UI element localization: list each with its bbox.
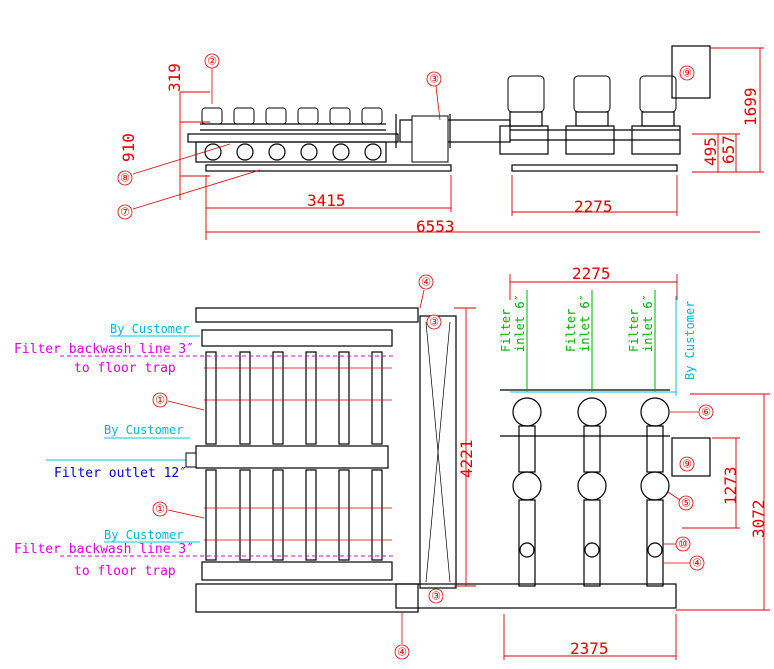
- callout-8: ⑧: [120, 172, 130, 185]
- callout-3-plan-lower: ③: [431, 590, 441, 603]
- inlet-3-size: inlet 6″: [641, 294, 655, 352]
- elevation-view: [187, 45, 711, 172]
- floor-trap-upper: to floor trap: [74, 361, 176, 376]
- callout-3-top: ③: [429, 73, 439, 86]
- inlet-1-size: inlet 6″: [513, 294, 527, 352]
- dim-4221: 4221: [457, 439, 476, 478]
- dim-1273: 1273: [721, 466, 740, 505]
- pipe-annotations: By Customer Filter backwash line 3″ to f…: [14, 290, 697, 579]
- inlet-2-filter: Filter: [564, 309, 578, 352]
- callout-5: ⑤: [681, 497, 691, 510]
- dim-6553: 6553: [416, 217, 455, 236]
- callout-4-right: ④: [692, 557, 702, 570]
- dim-3072: 3072: [749, 499, 768, 538]
- dim-1699: 1699: [741, 87, 760, 126]
- callout-1-upper: ①: [155, 394, 165, 407]
- callout-6: ⑥: [701, 406, 711, 419]
- by-customer-upper: By Customer: [110, 322, 189, 336]
- floor-trap-lower: to floor trap: [74, 564, 176, 579]
- backwash-line-upper: Filter backwash line 3″: [14, 342, 194, 357]
- by-customer-middle: By Customer: [104, 423, 183, 437]
- dim-2275-top: 2275: [574, 197, 613, 216]
- dim-657: 657: [719, 135, 738, 164]
- filter-bank-upper: [201, 329, 393, 445]
- plan-callouts: ① ① ④ ③ ③ ④ ⑥ ⑨ ⑤ ⑩ ④: [152, 274, 714, 660]
- callout-9-plan: ⑨: [682, 458, 692, 471]
- pumps-plan: [500, 389, 670, 587]
- callout-10: ⑩: [678, 538, 688, 551]
- dim-910: 910: [119, 133, 138, 162]
- plan-dimensions: 2275 4221 1273 3072 2375: [454, 264, 770, 660]
- backwash-line-lower: Filter backwash line 3″: [14, 542, 194, 557]
- control-panel: [671, 45, 711, 99]
- callout-3-plan-upper: ③: [429, 316, 439, 329]
- dim-495: 495: [701, 137, 720, 166]
- by-customer-inlet: By Customer: [683, 301, 697, 380]
- dim-3415: 3415: [307, 191, 346, 210]
- callout-7: ⑦: [120, 206, 130, 219]
- callout-9-top: ⑨: [682, 67, 692, 80]
- filter-outlet-manifold: [195, 445, 389, 469]
- callout-4-top: ④: [421, 276, 431, 289]
- callout-4-bottom: ④: [397, 646, 407, 659]
- elevation-callouts: ② ③ ⑧ ⑦ ⑨: [117, 53, 695, 220]
- control-panel-plan: [671, 437, 711, 477]
- by-customer-lower: By Customer: [104, 528, 183, 542]
- callout-1-lower: ①: [155, 503, 165, 516]
- filter-valves: [204, 143, 382, 161]
- filter-heads: [200, 107, 386, 131]
- filter-bank-lower: [201, 469, 393, 581]
- dim-2275-plan: 2275: [572, 264, 611, 283]
- callout-2: ②: [207, 55, 217, 68]
- plan-view: [195, 307, 711, 613]
- filter-outlet: Filter outlet 12″: [54, 466, 187, 481]
- elevation-dimensions: 319 910 3415 6553 2275 1699 657 495: [119, 47, 764, 240]
- pumps: [499, 75, 681, 155]
- inlet-2-size: inlet 6″: [578, 294, 592, 352]
- inlet-1-filter: Filter: [499, 309, 513, 352]
- dim-2375: 2375: [570, 639, 609, 658]
- dim-319: 319: [165, 63, 184, 92]
- inlet-3-filter: Filter: [627, 309, 641, 352]
